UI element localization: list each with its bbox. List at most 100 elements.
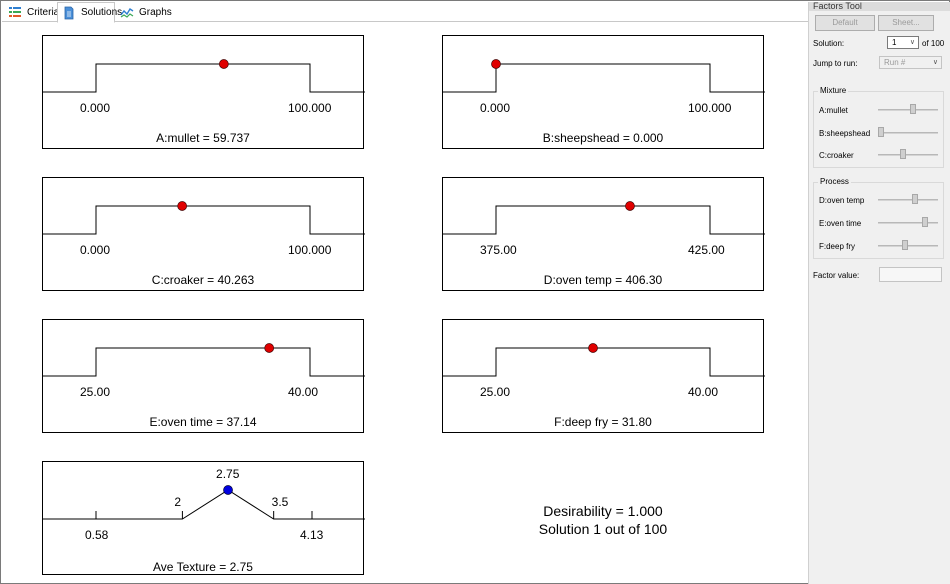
high-target-label: 3.5 [271, 495, 289, 509]
process-label-E: E:oven time [819, 219, 862, 228]
tab-graphs[interactable]: Graphs [116, 2, 172, 22]
factor-caption: C:croaker = 40.263 [151, 273, 255, 287]
high-limit-label: 425.00 [688, 243, 725, 257]
slider-thumb-F[interactable] [902, 240, 909, 250]
ramp-outline [43, 63, 365, 93]
ramp-plot-F [443, 343, 765, 377]
factor-caption: D:oven temp = 406.30 [543, 273, 663, 287]
factor-panel-D: 375.00 425.00 D:oven temp = 406.30 [442, 177, 765, 291]
ramp-plot-A [43, 59, 365, 93]
min-label: 0.58 [85, 528, 109, 542]
summary-block: Desirability = 1.000 Solution 1 out of 1… [503, 502, 703, 538]
mixture-group [813, 91, 944, 168]
low-limit-label: 0.000 [80, 101, 111, 115]
solution-label: Solution: [813, 39, 845, 48]
response-panel: 2.75 2 3.5 0.58 4.13 Ave Texture = 2.75 [42, 461, 365, 575]
process-track-E [878, 222, 938, 224]
response-caption: Ave Texture = 2.75 [153, 560, 253, 574]
low-limit-label: 25.00 [80, 385, 111, 399]
high-limit-label: 100.000 [688, 101, 732, 115]
factor-panel-F: 25.00 40.00 F:deep fry = 31.80 [442, 319, 765, 433]
factor-panel-B: 0.000 100.000 B:sheepshead = 0.000 [442, 35, 765, 149]
high-limit-label: 40.00 [688, 385, 719, 399]
solution-select[interactable]: 1 ∨ [887, 36, 919, 49]
factor-setting-point [588, 343, 598, 353]
factor-caption: E:oven time = 37.14 [149, 415, 257, 429]
document-icon [62, 6, 76, 20]
jump-to-run-label: Jump to run: [813, 59, 858, 68]
ramp-outline [443, 347, 765, 377]
tab-solutions-label: Solutions [81, 7, 123, 18]
ramp-outline [443, 63, 765, 93]
mixture-title: Mixture [818, 86, 849, 95]
slider-thumb-B[interactable] [878, 127, 884, 137]
graph-line-icon [120, 5, 134, 19]
ramp-plot-D [443, 201, 765, 235]
factor-caption: B:sheepshead = 0.000 [542, 131, 664, 145]
process-label-D: D:oven temp [819, 196, 865, 205]
factors-tool-pane: Factors Tool Default Sheet... Solution: … [808, 2, 950, 584]
process-group [813, 182, 944, 259]
tab-graphs-label: Graphs [139, 6, 172, 18]
chevron-down-icon: ∨ [932, 59, 938, 66]
mixture-label-A: A:mullet [819, 106, 848, 115]
slider-thumb-E[interactable] [921, 217, 928, 227]
factor-setting-point [625, 201, 635, 211]
mixture-track-A [878, 109, 938, 111]
factor-setting-point [177, 201, 188, 211]
target-outline [43, 489, 365, 520]
jump-to-run-value: Run # [884, 58, 906, 67]
jump-to-run-select[interactable]: Run # ∨ [879, 56, 942, 69]
factors-tool-title: Factors Tool [809, 2, 950, 11]
ramp-outline [43, 205, 365, 235]
response-value-label: 2.75 [216, 467, 240, 481]
mixture-track-C [878, 154, 938, 156]
tab-solutions[interactable]: Solutions [57, 2, 122, 23]
factor-panel-A: 0.000 100.000 A:mullet = 59.737 [42, 35, 365, 149]
response-point [223, 485, 233, 495]
ramp-plot-E [43, 343, 365, 377]
ramp-outline [43, 347, 365, 377]
desirability-text: Desirability = 1.000 [543, 503, 663, 519]
ramp-plot-B [443, 59, 765, 93]
low-limit-label: 0.000 [480, 101, 511, 115]
tab-bar: Criteria Solutions Graphs [2, 2, 808, 23]
low-limit-label: 0.000 [80, 243, 111, 257]
high-limit-label: 40.00 [288, 385, 319, 399]
tab-criteria-label: Criteria [27, 6, 60, 18]
ramp-plot-C [43, 201, 365, 235]
factor-setting-point [264, 343, 275, 353]
process-track-D [878, 199, 938, 201]
max-label: 4.13 [300, 528, 324, 542]
default-button[interactable]: Default [815, 15, 875, 31]
factor-value-input[interactable] [879, 267, 942, 282]
process-title: Process [818, 177, 851, 186]
process-label-F: F:deep fry [819, 242, 856, 251]
mixture-label-C: C:croaker [819, 151, 854, 160]
factor-setting-point [218, 59, 229, 69]
slider-thumb-D[interactable] [912, 194, 919, 204]
mixture-label-B: B:sheepshead [819, 129, 871, 138]
factor-value-label: Factor value: [813, 271, 860, 280]
high-limit-label: 100.000 [288, 101, 332, 115]
low-limit-label: 25.00 [480, 385, 511, 399]
mixture-track-B [878, 132, 938, 134]
factor-caption: F:deep fry = 31.80 [554, 415, 652, 429]
criteria-list-icon [8, 5, 22, 19]
factor-setting-point [491, 59, 501, 69]
target-plot [43, 485, 365, 520]
slider-thumb-C[interactable] [899, 149, 906, 159]
ramp-outline [443, 205, 765, 235]
solution-select-value: 1 [892, 38, 897, 47]
high-limit-label: 100.000 [288, 243, 332, 257]
low-limit-label: 375.00 [480, 243, 517, 257]
sheet-button[interactable]: Sheet... [878, 15, 934, 31]
factor-panel-C: 0.000 100.000 C:croaker = 40.263 [42, 177, 365, 291]
chevron-down-icon: ∨ [909, 39, 915, 46]
factor-panel-E: 25.00 40.00 E:oven time = 37.14 [42, 319, 365, 433]
solution-count: of 100 [922, 39, 945, 48]
tab-criteria[interactable]: Criteria [4, 2, 60, 22]
slider-thumb-A[interactable] [910, 104, 917, 114]
low-target-label: 2 [174, 495, 182, 509]
